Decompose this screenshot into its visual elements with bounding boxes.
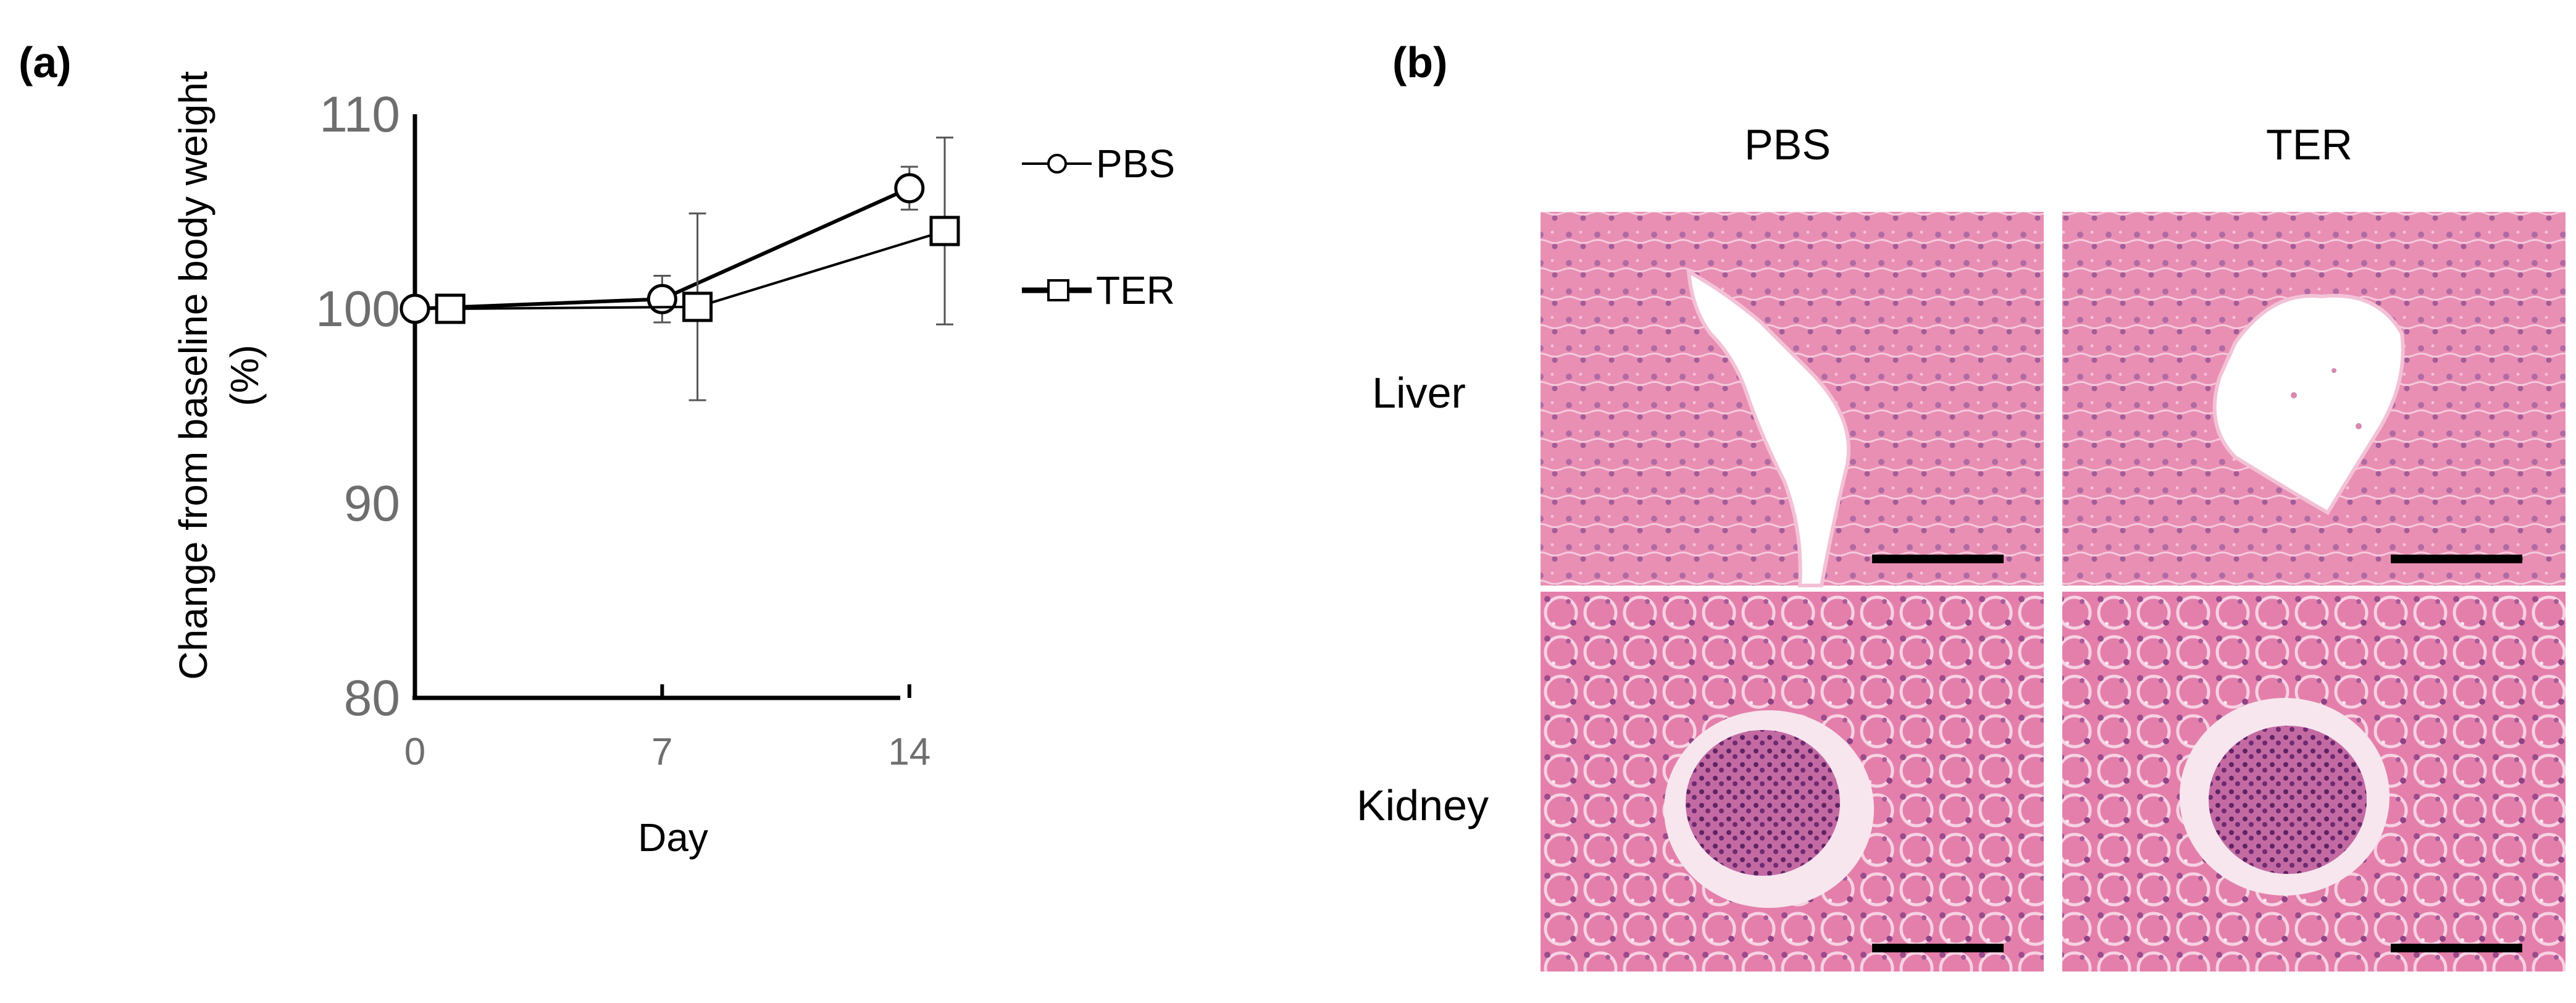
histology-panel: PBS TER Liver Kidney [1357,120,2566,972]
x-axis-title: Day [638,815,708,860]
column-header-ter: TER [2266,120,2352,169]
legend-marker-ter [1047,279,1069,301]
x-tick-label: 14 [888,731,930,773]
y-tick-label: 80 [344,670,400,726]
data-point-pbs [399,293,430,324]
y-tick-label: 90 [344,476,400,532]
y-axis-title-line1: Change from baseline body weight [171,71,215,680]
column-header-pbs: PBS [1744,120,1831,169]
data-point-ter [435,293,466,324]
body-weight-chart: Change from baseline body weight (%) 80 9… [171,71,1175,860]
legend-label-ter: TER [1096,268,1175,313]
image-liver-ter [2062,212,2566,585]
image-kidney-ter [2062,592,2566,972]
data-point-pbs [894,173,925,204]
data-point-ter [929,216,960,246]
data-point-ter [682,292,713,322]
y-tick-label: 110 [319,86,400,143]
data-point-pbs [646,283,677,314]
panel-a-label: (a) [19,38,72,86]
image-liver-pbs [1541,212,2044,587]
x-tick-label: 7 [651,731,672,773]
row-label-liver: Liver [1372,369,1466,417]
image-kidney-pbs [1541,592,2044,972]
y-axis-title-line2: (%) [222,345,267,406]
row-label-kidney: Kidney [1357,781,1489,829]
legend-marker-pbs [1047,154,1067,174]
y-tick-label: 100 [316,281,400,337]
legend-label-pbs: PBS [1096,141,1175,186]
x-tick-label: 0 [404,731,425,773]
panel-b-label: (b) [1392,38,1447,86]
